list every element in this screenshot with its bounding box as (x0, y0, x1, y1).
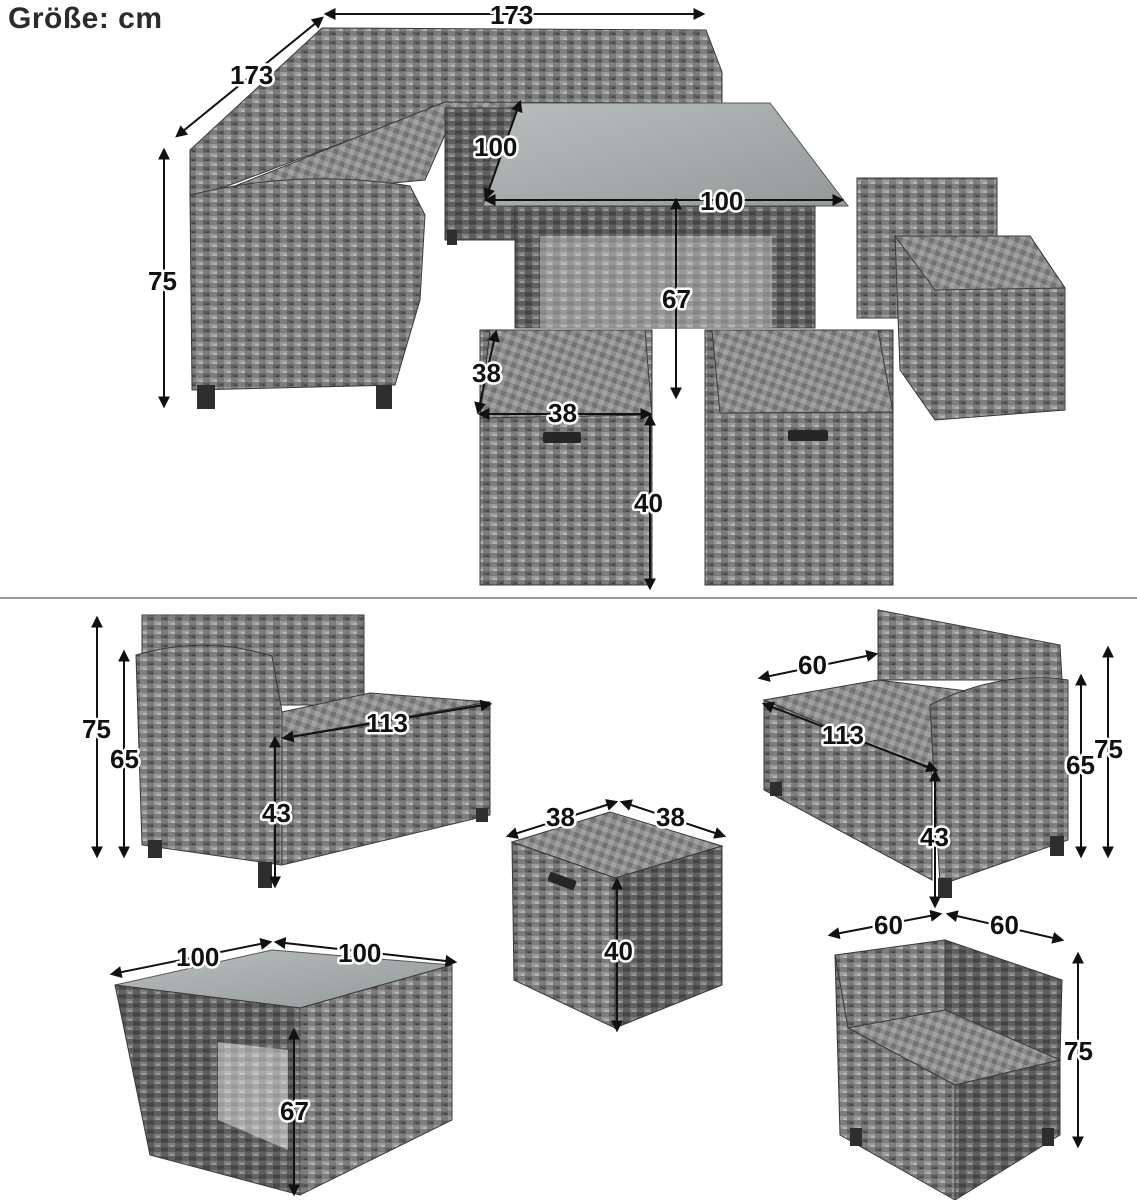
bench-armrest (135, 644, 283, 866)
corner-dimension-lines (827, 909, 1084, 1149)
corner-seat (834, 939, 1063, 1200)
double-arrow-icon (619, 799, 727, 839)
corner-front-right (954, 1059, 1061, 1200)
double-arrow-icon (827, 909, 943, 940)
single-table (114, 949, 453, 1196)
corner-dimension-labels: 60 60 75 (872, 908, 1096, 1069)
dim-bench-r-total-height: 75 (1094, 734, 1123, 764)
dim-single-stool-height: 40 (604, 936, 633, 966)
dim-bench-r-arm-height: 65 (1066, 750, 1095, 780)
double-arrow-icon (945, 910, 1065, 944)
single-table-dimension-lines (109, 937, 458, 1197)
table-base (514, 205, 816, 329)
single-stool-dimension-lines (505, 799, 727, 1033)
dim-single-stool-width: 38 (656, 802, 685, 832)
top-dimension-labels: 173 173 75 100 100 67 38 38 40 (146, 0, 746, 521)
handle-icon (788, 430, 828, 441)
dim-table-height: 67 (662, 284, 691, 314)
double-arrow-icon (109, 938, 273, 978)
dim-single-table-height: 67 (280, 1096, 309, 1126)
dim-sofa-width: 173 (490, 0, 533, 30)
bench-right-dimension-labels: 60 113 65 75 43 (796, 648, 1126, 855)
double-arrow-icon (757, 650, 879, 682)
page-title: Größe: cm (8, 2, 163, 35)
bench-right-dimension-lines (757, 645, 1114, 909)
stool-front-2-top (711, 329, 894, 414)
dim-table-width: 100 (700, 186, 743, 216)
single-stool-dimension-labels: 38 38 40 (544, 800, 688, 969)
stool-back-2-top (894, 235, 1066, 291)
double-arrow-icon (175, 16, 324, 138)
single-table-side (299, 964, 453, 1196)
bench-r-leg (938, 878, 952, 898)
dim-table-depth: 100 (474, 132, 517, 162)
single-table-dimension-labels: 100 100 67 (174, 936, 384, 1129)
dim-bench-arm-height: 65 (110, 744, 139, 774)
single-stool (510, 811, 724, 1029)
dim-bench-seat-height: 43 (262, 798, 291, 828)
bench-r-backrest (877, 609, 1063, 681)
dim-bench-r-length: 113 (822, 720, 864, 750)
table-base-opening (540, 236, 772, 328)
single-table-opening (218, 1042, 288, 1150)
dim-bench-length: 113 (366, 708, 408, 738)
bench-r-leg (770, 782, 782, 796)
dim-single-stool-depth: 38 (546, 802, 575, 832)
double-arrow-icon (483, 99, 523, 201)
top-dimension-lines (158, 8, 845, 591)
dim-single-table-depth: 100 (176, 942, 219, 972)
dim-single-table-width: 100 (338, 938, 381, 968)
bench-left-dimension-labels: 75 65 113 43 (80, 706, 411, 831)
double-arrow-icon (505, 799, 619, 839)
bench-leg (148, 840, 162, 858)
double-arrow-icon (273, 937, 458, 967)
sofa-leg (376, 385, 392, 409)
dim-stool-depth: 38 (472, 358, 501, 388)
corner-leg (850, 1128, 862, 1146)
bench-with-armrest (135, 614, 491, 888)
table-glass-top (482, 102, 850, 207)
dim-corner-depth: 60 (874, 910, 903, 940)
bench-leg (476, 808, 488, 822)
dim-stool-height: 40 (634, 488, 663, 518)
double-arrow-icon (281, 699, 493, 743)
dim-sofa-height: 75 (148, 266, 177, 296)
double-arrow-icon (761, 701, 939, 773)
furniture-set-assembled (189, 27, 1066, 586)
bench-r-armrest (929, 677, 1069, 886)
double-arrow-icon (474, 329, 500, 415)
bench-r-leg (1050, 836, 1064, 856)
sofa-leg (197, 385, 215, 409)
dim-bench-r-depth: 60 (798, 650, 827, 680)
handle-icon (543, 432, 581, 443)
corner-leg (1042, 1128, 1054, 1146)
bench-left-dimension-lines (91, 615, 493, 889)
sofa-front-arm (189, 178, 426, 391)
dim-sofa-depth: 173 (230, 60, 273, 90)
dim-corner-width: 60 (990, 910, 1019, 940)
handle-icon (547, 872, 577, 890)
dim-bench-r-seat-height: 43 (920, 822, 949, 852)
dim-stool-width: 38 (548, 398, 577, 428)
dim-corner-height: 75 (1064, 1036, 1093, 1066)
sofa-leg (447, 230, 457, 245)
dim-bench-total-height: 75 (82, 714, 111, 744)
bench-leg (258, 862, 272, 888)
